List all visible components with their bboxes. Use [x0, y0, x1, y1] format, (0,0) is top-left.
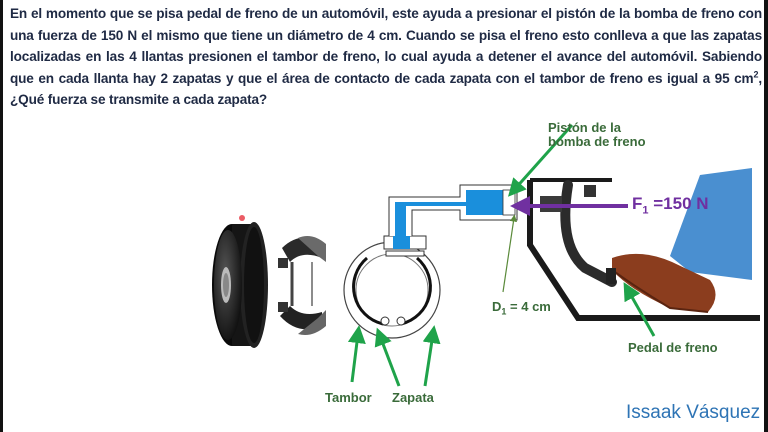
problem-statement: En el momento que se pisa pedal de freno… — [10, 3, 762, 111]
drum-schematic — [343, 235, 441, 339]
zapata-right-arrow — [422, 325, 441, 387]
piston-label-line2: bomba de freno — [548, 134, 646, 149]
zapata-label: Zapata — [392, 390, 434, 405]
frame-border-right — [764, 0, 768, 432]
diameter-symbol: D — [492, 299, 502, 314]
frame-border-left — [0, 0, 3, 432]
brake-shoes-image — [278, 236, 326, 335]
tambor-arrow — [347, 325, 366, 383]
author-signature: Issaak Vásquez — [626, 402, 761, 423]
force-value: =150 N — [653, 194, 709, 213]
diameter-value: = 4 cm — [506, 299, 551, 314]
force-subscript: 1 — [642, 204, 649, 217]
diameter-label: D1 = 4 cm — [492, 300, 551, 319]
brake-drum-image — [212, 215, 268, 348]
foot-on-pedal — [606, 168, 752, 313]
zapata-left-arrow — [374, 327, 401, 387]
pedal-arrow — [623, 282, 656, 337]
force-label: F1 =150 N — [632, 194, 709, 216]
hydraulic-line — [388, 184, 518, 249]
piston-arrow — [508, 124, 574, 197]
tambor-label: Tambor — [325, 390, 372, 405]
force-symbol: F — [632, 194, 643, 213]
problem-text: En el momento que se pisa pedal de freno… — [10, 6, 762, 86]
diameter-arrow — [502, 214, 518, 293]
problem-question: , ¿Qué fuerza se transmite a cada zapata… — [10, 70, 762, 108]
area-unit-superscript: 2 — [753, 68, 759, 79]
piston-label: Pistón de la bomba de freno — [548, 121, 646, 149]
piston-label-line1: Pistón de la — [548, 120, 621, 135]
diameter-subscript: 1 — [501, 306, 507, 317]
pedal-label: Pedal de freno — [628, 340, 718, 355]
